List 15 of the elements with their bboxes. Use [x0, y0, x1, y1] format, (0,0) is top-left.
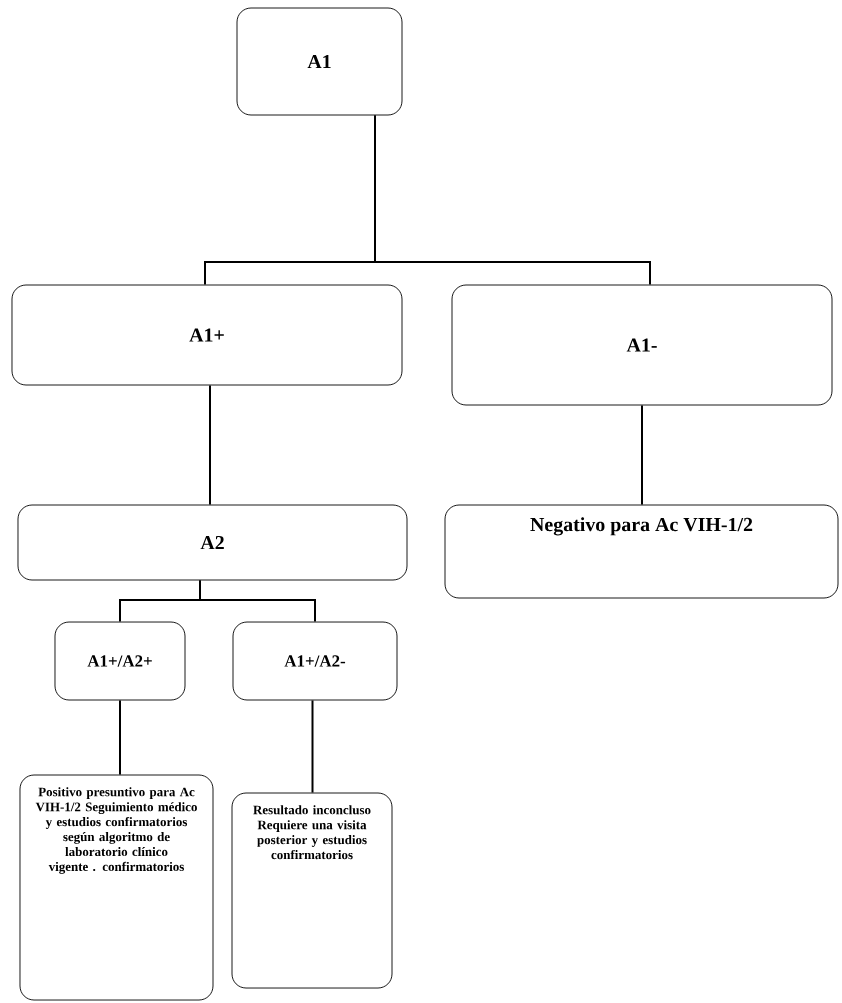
connector-line — [119, 699, 121, 776]
process-box: Positivo presuntivo para Ac VIH-1/2 Seguimiento médico y estudios confirmatorios según algoritmo de laboratorio clínico vigente . confirmatorios — [19, 774, 214, 1001]
process-box: A2 — [17, 504, 408, 581]
connector-line — [641, 404, 643, 506]
process-box: Resultado inconcluso Requiere una visita posterior y estudios confirmatorios — [231, 792, 393, 989]
process-box: A1 — [236, 7, 403, 116]
process-box: Negativo para Ac VIH-1/2 — [444, 504, 839, 599]
connector-line — [311, 699, 314, 794]
connector-line — [199, 579, 316, 623]
process-box: A1+ — [11, 284, 403, 386]
connector-line — [374, 114, 651, 286]
process-box: A1+/A2+ — [54, 621, 186, 701]
process-box: A1- — [451, 284, 833, 406]
connector-line — [209, 384, 211, 506]
process-box: A1+/A2- — [232, 621, 398, 701]
